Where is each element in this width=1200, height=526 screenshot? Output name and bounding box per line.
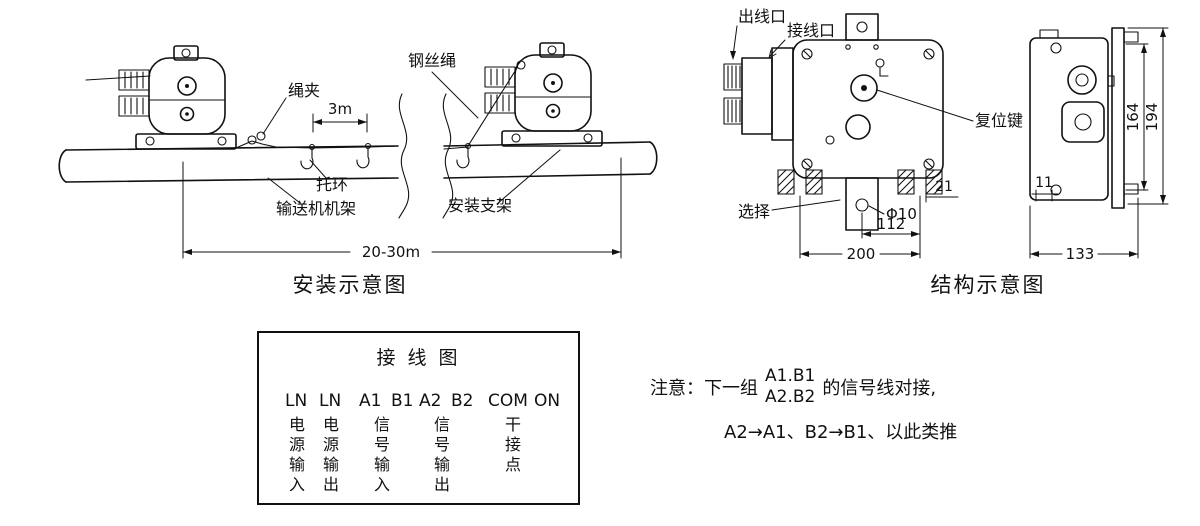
svg-text:输送机机架: 输送机机架	[276, 199, 356, 218]
group-power-out: 电源输出	[323, 415, 340, 494]
mounting-slot-right	[897, 169, 943, 195]
dim-3m: 3m	[312, 100, 368, 133]
terminal-a2: A2	[419, 391, 442, 411]
installation-diagram: 3m 绳夹 钢丝绳 托环 输送机机架 安装支架	[58, 42, 658, 297]
group-dry-contact: 干接点	[505, 415, 522, 474]
pull-cord-switch-right	[484, 42, 603, 147]
note-block: 注意：下一组 A1.B1 A2.B2 的信号线对接, A2→A1、B2→B1、以…	[650, 366, 957, 444]
conveyor-frame-tube	[58, 141, 658, 183]
note-pair-top: A1.B1	[765, 366, 816, 386]
note-pair-bottom: A2.B2	[765, 387, 816, 407]
terminal-com: COM	[488, 391, 528, 411]
dim-112: 112	[861, 195, 921, 259]
wire-outlet-label: 出线口	[730, 7, 786, 60]
svg-text:绳夹: 绳夹	[288, 81, 320, 100]
svg-text:安装支架: 安装支架	[448, 196, 512, 215]
break-marks	[398, 93, 454, 219]
group-power-in: 电源输入	[289, 415, 306, 494]
support-ring-hook	[356, 146, 370, 169]
group-signal-in: 信号输入	[374, 415, 391, 494]
dim-span-label: 20-30m	[362, 243, 420, 261]
svg-text:钢丝绳: 钢丝绳	[408, 51, 456, 70]
svg-text:Φ10: Φ10	[886, 205, 917, 223]
svg-text:出线口: 出线口	[738, 7, 786, 26]
pull-cord-switch-left	[85, 45, 237, 150]
note-suffix: 的信号线对接,	[822, 378, 937, 399]
wiring-port-label: 接线口	[768, 21, 835, 59]
terminal-b1: B1	[391, 391, 414, 411]
svg-text:11: 11	[1035, 175, 1053, 191]
select-label: 选择	[738, 199, 841, 221]
rope-clamp	[247, 131, 266, 145]
dim-194: 194	[1127, 27, 1169, 205]
rope-clamp-label: 绳夹	[262, 81, 320, 135]
svg-text:112: 112	[877, 215, 906, 233]
svg-text:托环: 托环	[316, 175, 348, 194]
steel-wire-rope	[235, 67, 518, 170]
svg-text:接线口: 接线口	[787, 21, 835, 40]
dim-21: 21	[925, 179, 959, 203]
wiring-diagram-box: 接 线 图 LN LN A1 B1 A2 B2 COM ON 电源输入 电源输出…	[257, 331, 580, 505]
svg-text:133: 133	[1066, 245, 1095, 263]
terminal-b2: B2	[451, 391, 474, 411]
group-signal-out: 信号输出	[434, 415, 451, 494]
conveyor-frame-label: 输送机机架	[267, 177, 356, 218]
support-ring-label: 托环	[309, 159, 348, 194]
svg-text:194: 194	[1143, 103, 1161, 132]
terminal-ln-in: LN	[285, 391, 308, 411]
wiring-diagram-title: 接 线 图	[376, 347, 461, 369]
hole-dia-label: Φ10	[868, 205, 917, 223]
mounting-slot-left	[777, 169, 823, 195]
dim-3m-label: 3m	[328, 100, 352, 118]
note-signal-pairs: A1.B1 A2.B2	[765, 366, 815, 408]
mounting-rail	[1111, 27, 1139, 209]
note-prefix: 注意：下一组	[650, 378, 758, 399]
note-line2: A2→A1、B2→B1、以此类推	[724, 422, 958, 443]
terminal-ln-out: LN	[319, 391, 342, 411]
dim-133: 133	[1029, 197, 1139, 263]
svg-text:164: 164	[1124, 103, 1142, 132]
svg-text:选择: 选择	[738, 202, 770, 221]
terminal-a1: A1	[359, 391, 382, 411]
installation-title: 安装示意图	[293, 273, 408, 297]
dim-200: 200	[799, 195, 921, 263]
structure-side-view	[1029, 27, 1139, 209]
terminal-on: ON	[534, 391, 561, 411]
support-ring-hook	[300, 147, 314, 170]
svg-text:200: 200	[847, 245, 876, 263]
dim-164: 164	[1124, 43, 1149, 191]
note-line1: 注意：下一组 A1.B1 A2.B2 的信号线对接,	[650, 366, 957, 408]
reset-key-shape	[875, 58, 889, 77]
cable-gland-block	[723, 47, 794, 141]
structure-title: 结构示意图	[931, 273, 1046, 297]
dim-11: 11	[1031, 175, 1059, 202]
svg-text:复位键: 复位键	[975, 111, 1023, 130]
svg-text:21: 21	[935, 179, 953, 195]
steel-wire-rope-label: 钢丝绳	[408, 51, 479, 119]
reset-key-label: 复位键	[876, 89, 1023, 130]
structure-diagram: 出线口 接线口 复位键 选择 Φ10 112	[723, 7, 1169, 297]
mounting-bracket-label: 安装支架	[448, 149, 561, 215]
support-ring-hook	[456, 146, 470, 169]
dim-span: 20-30m	[182, 157, 622, 261]
structure-front-view	[723, 13, 944, 231]
